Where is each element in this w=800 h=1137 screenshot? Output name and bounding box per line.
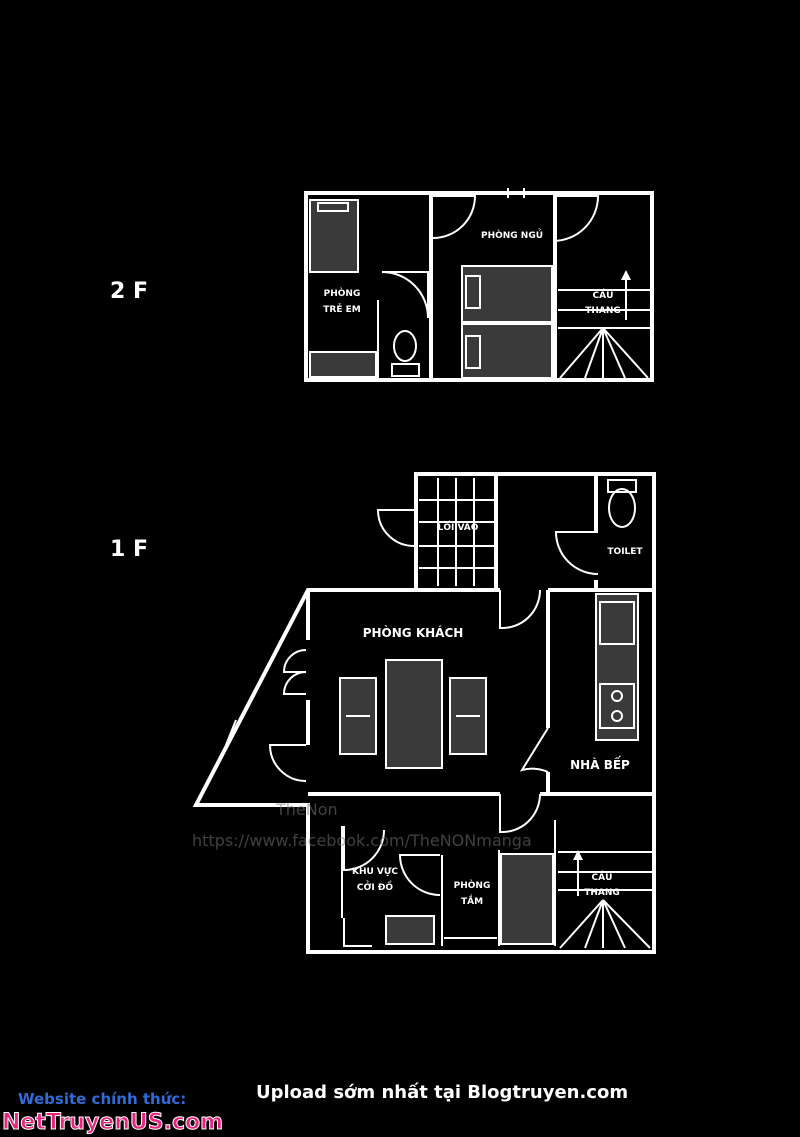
room-label-living: PHÒNG KHÁCH	[363, 625, 464, 640]
watermark-brand: TheNon	[275, 800, 338, 819]
stairs-1f	[558, 850, 652, 949]
stairs-label-1f-2: THANG	[584, 888, 620, 898]
stove	[599, 683, 635, 729]
floor-label-1f: 1 F	[110, 537, 148, 562]
room-label-bath-1: PHÒNG	[454, 879, 491, 891]
floor-label-2f: 2 F	[110, 279, 148, 304]
door-arc	[376, 509, 415, 547]
entrance-tiles	[419, 478, 494, 586]
door-arc	[381, 271, 429, 319]
watermark-url: https://www.facebook.com/TheNONmanga	[192, 831, 532, 850]
bathtub	[500, 853, 554, 945]
pillow	[317, 202, 349, 212]
kitchen-counter	[595, 593, 639, 741]
room-label-bath-2: TẮM	[461, 894, 483, 907]
room-label-kids-1: PHÒNG	[324, 287, 361, 299]
door-arc	[343, 826, 385, 872]
room-label-bedroom: PHÒNG NGỦ	[481, 228, 543, 241]
toilet	[393, 330, 417, 362]
door-arc	[499, 589, 542, 630]
stairs-label-1f-1: CẦU	[592, 870, 613, 883]
door-arc	[552, 195, 600, 242]
room-label-toilet: TOILET	[607, 547, 643, 557]
floor-1f-plan: LỐI VÀO TOILET PHÒNG KHÁCH NHÀ BẾP KHU V…	[192, 472, 656, 954]
sink	[599, 601, 635, 645]
stairs-2f	[558, 270, 650, 379]
room-label-kitchen: NHÀ BẾP	[570, 756, 630, 772]
door-arc	[343, 918, 372, 947]
washing-machine	[385, 915, 435, 945]
toilet	[608, 488, 636, 528]
site-name-link[interactable]: NetTruyenUS.com	[1, 1110, 224, 1136]
upload-credit: Upload sớm nhất tại Blogtruyen.com	[256, 1082, 629, 1103]
closet-doors	[282, 649, 307, 695]
site-label: Website chính thức:	[18, 1090, 187, 1108]
door-arc	[499, 793, 542, 834]
room-label-kids-2: TRẺ EM	[323, 303, 360, 315]
door-arc	[268, 744, 307, 782]
room-label-entrance: LỐI VÀO	[438, 520, 479, 533]
stairs-label-2f-1: CẦU	[593, 288, 614, 301]
door-arc	[519, 727, 549, 773]
table	[385, 659, 443, 769]
desk	[309, 351, 377, 378]
door-arc	[398, 854, 441, 896]
stairs-label-2f-2: THANG	[585, 306, 621, 316]
room-label-laundry-2: CỞI ĐỒ	[357, 880, 393, 893]
floor-2f-plan: PHÒNG NGỦ PHÒNG TRẺ EM CẦU THANG	[304, 188, 654, 382]
door-arc	[554, 531, 599, 575]
door-arc	[432, 195, 477, 239]
room-label-laundry-1: KHU VỰC	[352, 867, 398, 877]
